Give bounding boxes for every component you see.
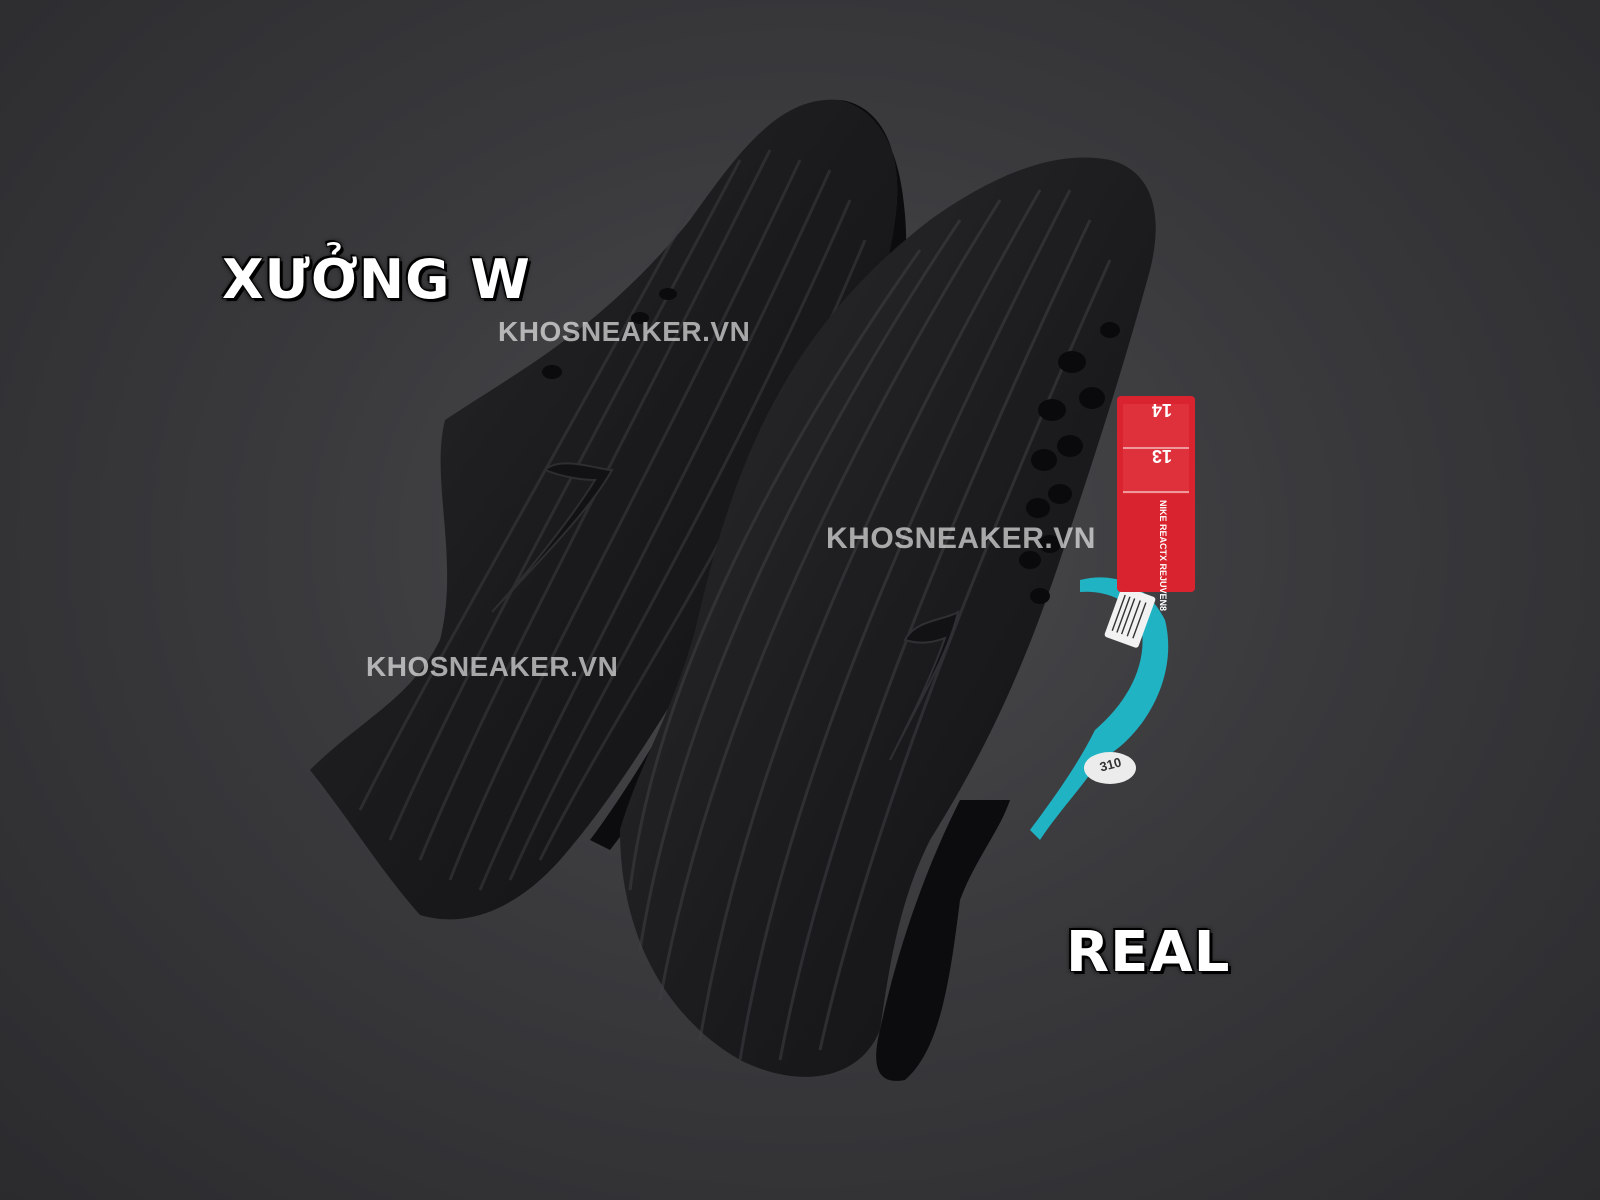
right-shoe-heel xyxy=(876,800,1010,1081)
red-hang-tag xyxy=(1117,396,1195,592)
left-shoe-vent-holes xyxy=(542,288,677,379)
left-swoosh-icon xyxy=(491,462,614,613)
tag-size-13: 13 xyxy=(1151,446,1172,466)
label-xuong-w: XƯỞNG W xyxy=(221,247,531,312)
right-swoosh-icon xyxy=(889,609,960,761)
teal-tag xyxy=(1030,577,1169,840)
barcode-lines xyxy=(1111,594,1147,639)
watermark-top: KHOSNEAKER.VN xyxy=(498,316,751,347)
size-sticker xyxy=(1084,752,1136,784)
right-shoe-body xyxy=(620,157,1156,1077)
right-shoe-vent-holes xyxy=(1019,322,1120,604)
tag-size-14: 14 xyxy=(1151,400,1172,420)
tag-product-name: NIKE REACTX REJUVEN8 xyxy=(1158,500,1168,612)
left-shoe-body xyxy=(310,99,898,920)
watermark-bottom: KHOSNEAKER.VN xyxy=(366,651,619,682)
watermark-middle: KHOSNEAKER.VN xyxy=(826,522,1096,555)
right-shoe xyxy=(620,157,1156,1081)
teal-strap xyxy=(1030,577,1169,840)
label-real: REAL xyxy=(1065,919,1231,986)
